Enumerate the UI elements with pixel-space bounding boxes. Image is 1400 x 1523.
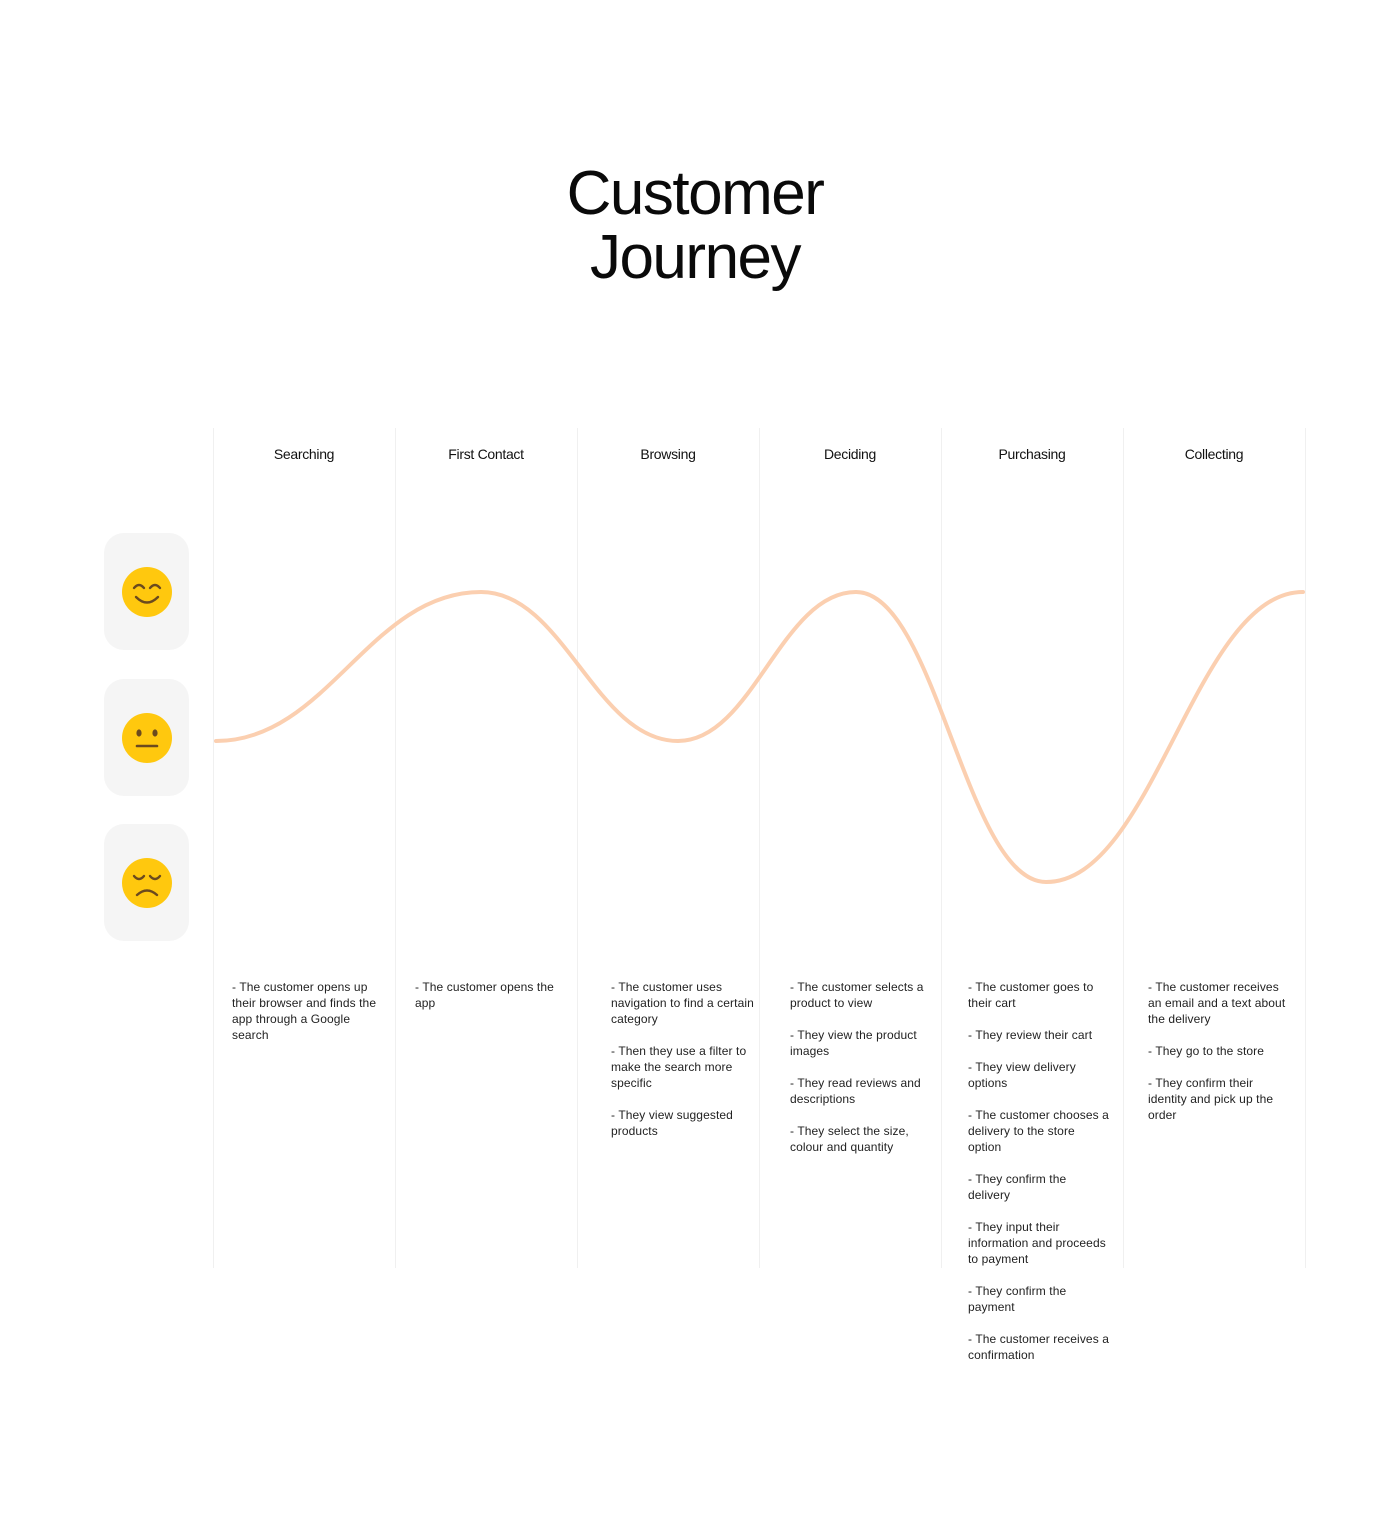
column-divider bbox=[941, 428, 942, 1268]
emotion-card-neutral bbox=[104, 679, 189, 796]
happy-face-icon bbox=[122, 567, 172, 617]
note-item: - They confirm the delivery bbox=[968, 1172, 1067, 1202]
sad-face-icon bbox=[122, 858, 172, 908]
stage-notes-searching: - The customer opens up their browser an… bbox=[232, 979, 380, 1059]
stage-notes-browsing: - The customer uses navigation to find a… bbox=[611, 979, 757, 1155]
stage-header-browsing: Browsing bbox=[640, 446, 696, 462]
stage-header-searching: Searching bbox=[273, 446, 335, 462]
column-divider bbox=[577, 428, 578, 1268]
note-item: - The customer receives a confirmation bbox=[968, 1332, 1109, 1362]
note-item: - They confirm their identity and pick u… bbox=[1148, 1076, 1274, 1122]
column-divider bbox=[213, 428, 214, 1268]
note-item: - The customer selects a product to view bbox=[790, 980, 924, 1010]
stage-notes-collecting: - The customer receives an email and a t… bbox=[1148, 979, 1288, 1139]
note-item: - The customer receives an email and a t… bbox=[1148, 980, 1286, 1026]
note-item: - They view the product images bbox=[790, 1028, 917, 1058]
note-item: - They select the size, colour and quant… bbox=[790, 1124, 909, 1154]
title-line-1: Customer bbox=[566, 159, 825, 228]
stage-header-first-contact: First Contact bbox=[448, 446, 524, 462]
title-line-2: Journey bbox=[589, 223, 802, 292]
note-item: - The customer opens up their browser an… bbox=[232, 980, 377, 1042]
note-item: - They view delivery options bbox=[968, 1060, 1076, 1090]
note-item: - The customer goes to their cart bbox=[968, 980, 1094, 1010]
stage-notes-purchasing: - The customer goes to their cart - They… bbox=[968, 979, 1110, 1379]
stage-notes-first-contact: - The customer opens the app bbox=[415, 979, 555, 1027]
note-item: - The customer opens the app bbox=[415, 980, 554, 1010]
note-item: - The customer uses navigation to find a… bbox=[611, 980, 754, 1026]
column-divider bbox=[759, 428, 760, 1268]
emotion-curve-line bbox=[214, 589, 1305, 885]
note-item: - They go to the store bbox=[1148, 1044, 1265, 1058]
neutral-face-icon bbox=[122, 713, 172, 763]
page-title: Customer Journey bbox=[0, 162, 1390, 290]
note-item: - They view suggested products bbox=[611, 1108, 733, 1138]
column-divider bbox=[395, 428, 396, 1268]
note-item: - They review their cart bbox=[968, 1028, 1093, 1042]
emotion-card-negative bbox=[104, 824, 189, 941]
stage-notes-deciding: - The customer selects a product to view… bbox=[790, 979, 936, 1171]
column-divider bbox=[1305, 428, 1306, 1268]
note-item: - They read reviews and descriptions bbox=[790, 1076, 921, 1106]
column-divider bbox=[1123, 428, 1124, 1268]
stage-header-purchasing: Purchasing bbox=[998, 446, 1066, 462]
stage-header-deciding: Deciding bbox=[823, 446, 877, 462]
note-item: - They input their information and proce… bbox=[968, 1220, 1106, 1266]
note-item: - Then they use a filter to make the sea… bbox=[611, 1044, 747, 1090]
note-item: - The customer chooses a delivery to the… bbox=[968, 1108, 1109, 1154]
stage-header-collecting: Collecting bbox=[1184, 446, 1244, 462]
note-item: - They confirm the payment bbox=[968, 1284, 1067, 1314]
emotion-card-positive bbox=[104, 533, 189, 650]
